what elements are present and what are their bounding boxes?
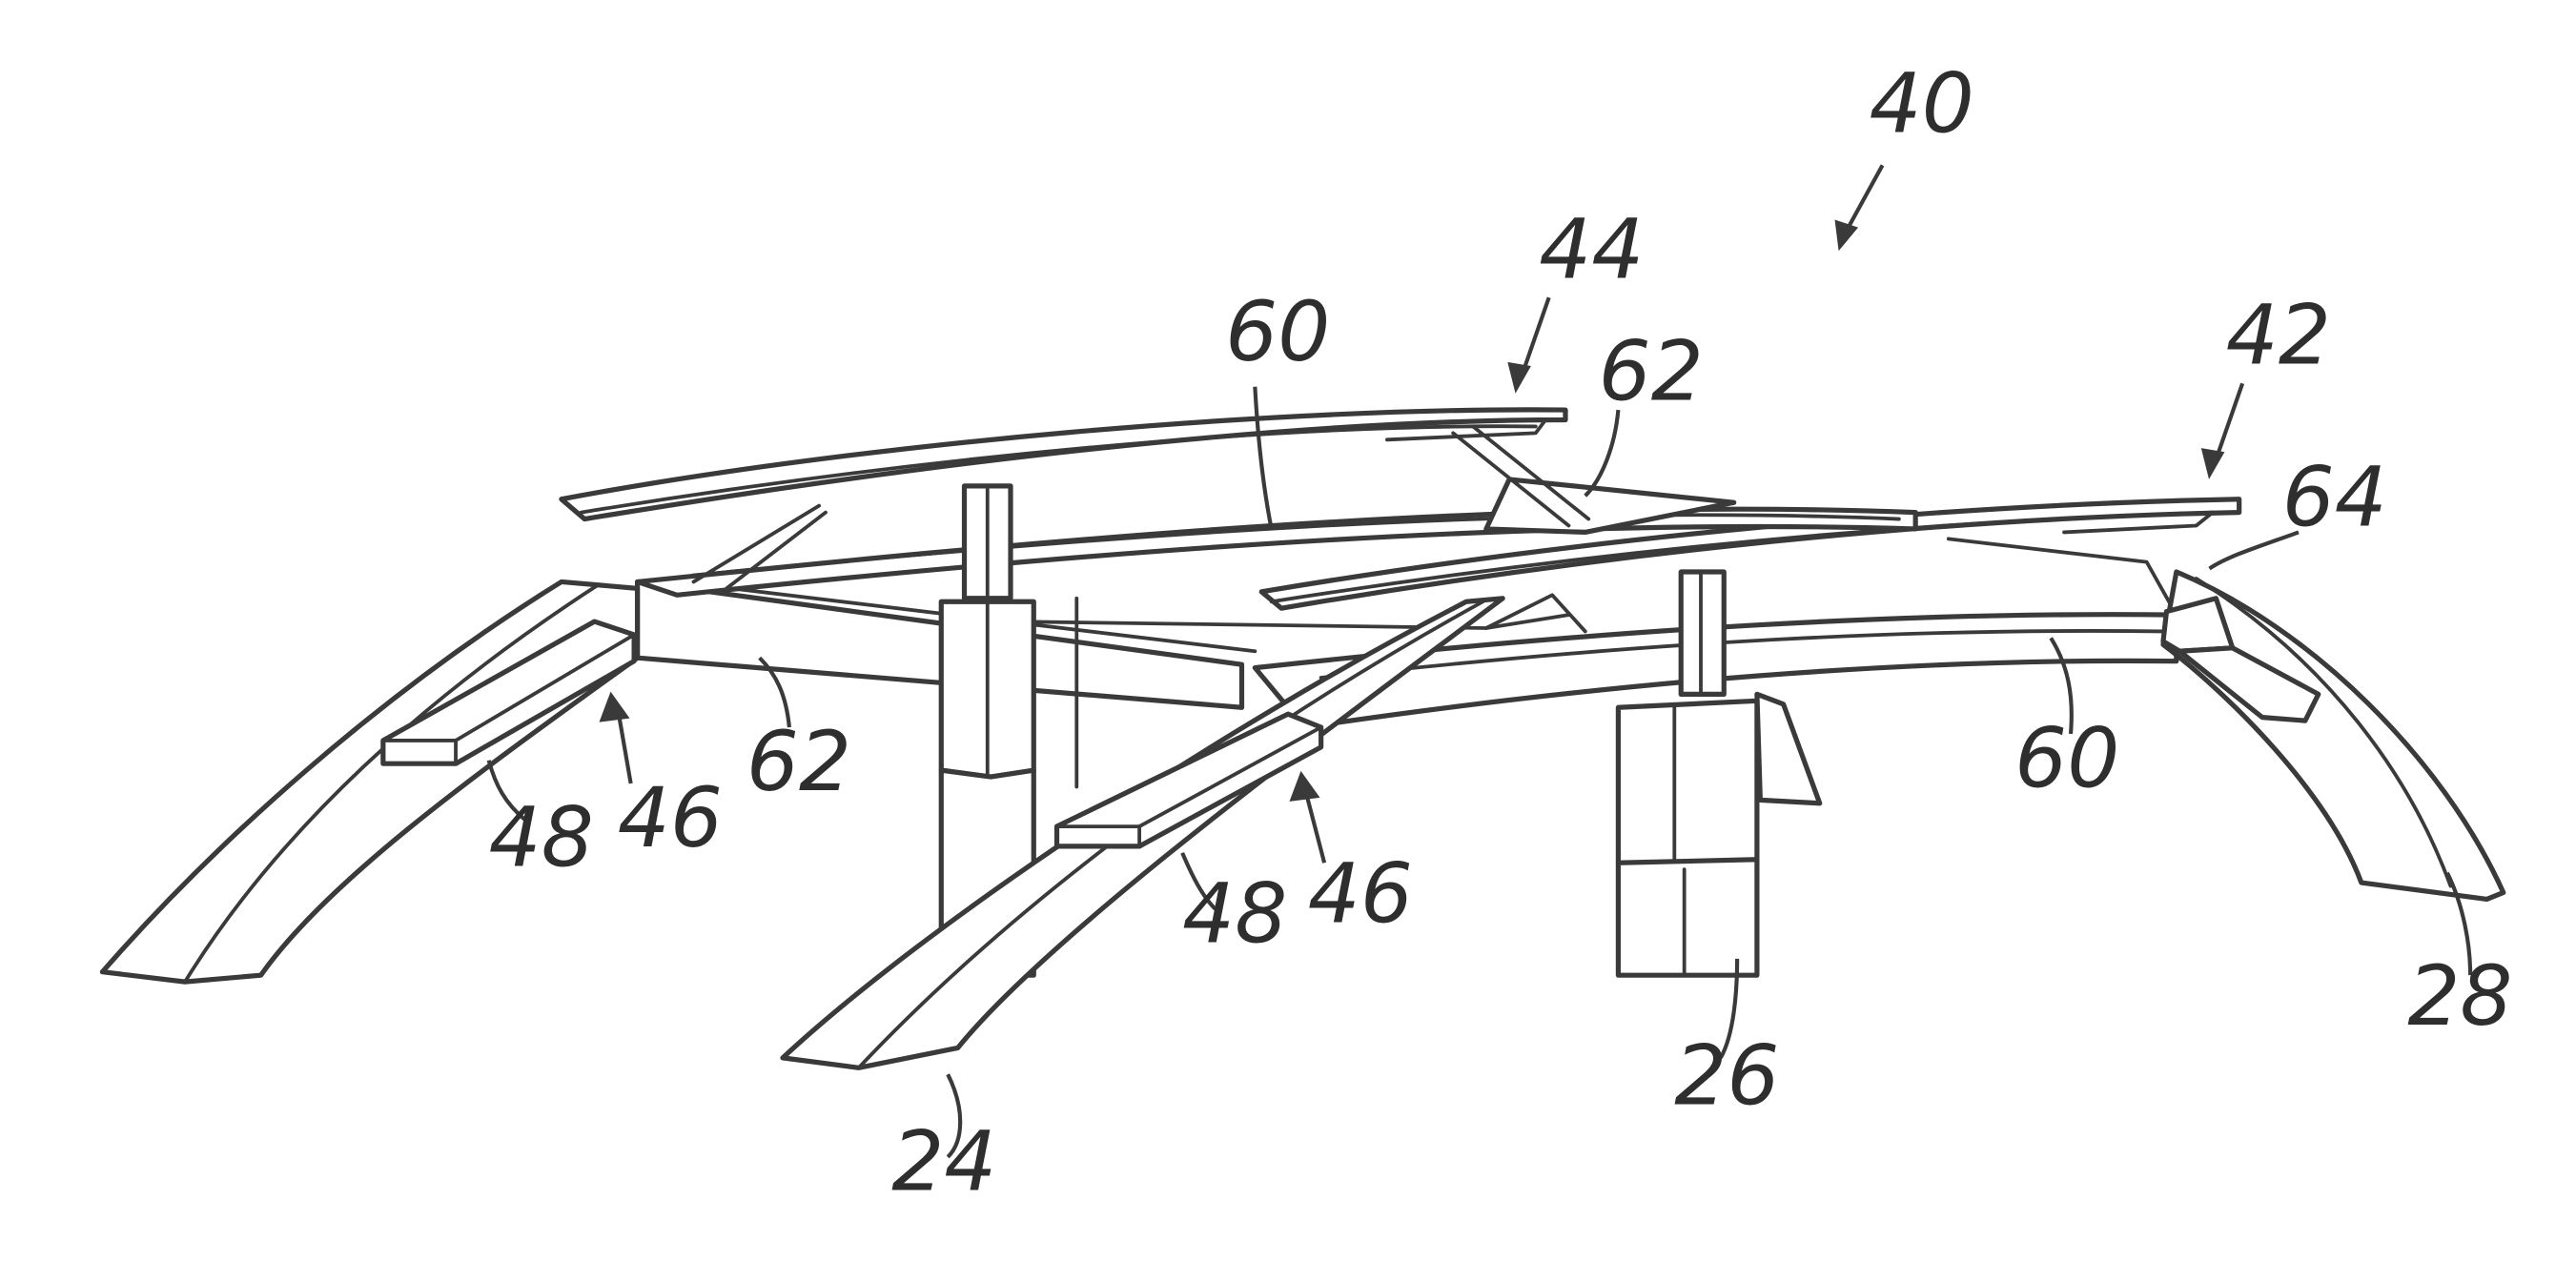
ref-label-60-top: 60 <box>1225 285 1330 380</box>
ref-label-62-top: 62 <box>1599 325 1704 420</box>
ref-label-64: 64 <box>2282 450 2387 545</box>
ref-label-28: 28 <box>2407 949 2512 1045</box>
ref-label-46-mid: 46 <box>1308 847 1413 943</box>
ref-label-48-left: 48 <box>489 791 594 886</box>
ref-label-40: 40 <box>1870 57 1974 152</box>
ref-label-48-mid: 48 <box>1182 866 1287 962</box>
ref-label-26: 26 <box>1674 1028 1779 1124</box>
roof-panel-44 <box>562 410 1565 519</box>
rib-left-outer <box>102 581 637 982</box>
ref-label-42: 42 <box>2226 288 2331 383</box>
ref-label-46-left: 46 <box>618 771 723 866</box>
ref-label-62-left: 62 <box>746 715 851 810</box>
ref-label-60-right: 60 <box>2014 711 2119 806</box>
ref-label-44: 44 <box>1539 202 1644 297</box>
rib-right-28 <box>2163 572 2504 899</box>
ref-label-24: 24 <box>891 1115 996 1210</box>
